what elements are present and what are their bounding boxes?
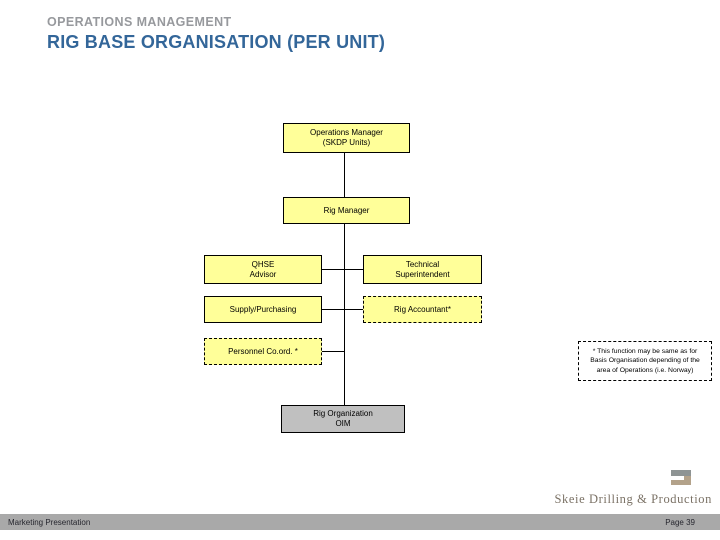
org-box-label: Supply/Purchasing [229,304,297,314]
connector-line [344,153,345,197]
footnote-line: * This function may be same as for [592,348,698,356]
page-number: Page 39 [665,517,695,527]
org-box-rig-manager: Rig Manager [283,197,410,224]
org-box-label: (SKDP Units) [322,138,371,147]
org-box-label: Rig Accountant* [394,304,451,314]
footnote-line: Basis Organisation depending of the [590,357,700,365]
org-box-supply-purchasing: Supply/Purchasing [204,296,322,323]
org-box-label: Advisor [249,269,277,279]
org-box-personnel-coord: Personnel Co.ord. * [204,338,322,365]
org-box-label: Rig Organization [313,409,373,418]
org-box-label: OIM [335,419,351,428]
org-box-rig-organization-oim: Rig Organization OIM [281,405,405,433]
footnote-box: * This function may be same as for Basis… [578,341,712,381]
org-box-label: QHSE [251,259,275,269]
logo-shape-top [671,470,691,476]
org-box-technical-superintendent: Technical Superintendent [363,255,482,284]
logo-wordmark: Skeie Drilling & Production [554,492,712,506]
footer-bar: Marketing Presentation Page 39 [0,514,720,530]
footnote-line: area of Operations (i.e. Norway) [596,366,694,374]
org-box-label: Superintendent [395,269,450,279]
skeie-logo-icon [671,470,691,486]
page-title: RIG BASE ORGANISATION (PER UNIT) [47,32,386,52]
org-box-rig-accountant: Rig Accountant* [363,296,482,323]
connector-line [322,269,363,270]
org-box-qhse-advisor: QHSE Advisor [204,255,322,284]
logo-shape-bottom [671,480,691,485]
footer-presentation-label: Marketing Presentation [8,517,91,527]
connector-line [322,309,363,310]
org-box-label: Technical [405,259,440,269]
org-box-operations-manager: Operations Manager (SKDP Units) [283,123,410,153]
section-heading: OPERATIONS MANAGEMENT [47,15,232,29]
connector-line [344,224,345,405]
logo-shape-stub [684,476,691,480]
org-box-label: Operations Manager [310,128,383,137]
org-box-label: Personnel Co.ord. * [228,346,298,356]
connector-line [322,351,345,352]
org-box-label: Rig Manager [323,205,370,215]
